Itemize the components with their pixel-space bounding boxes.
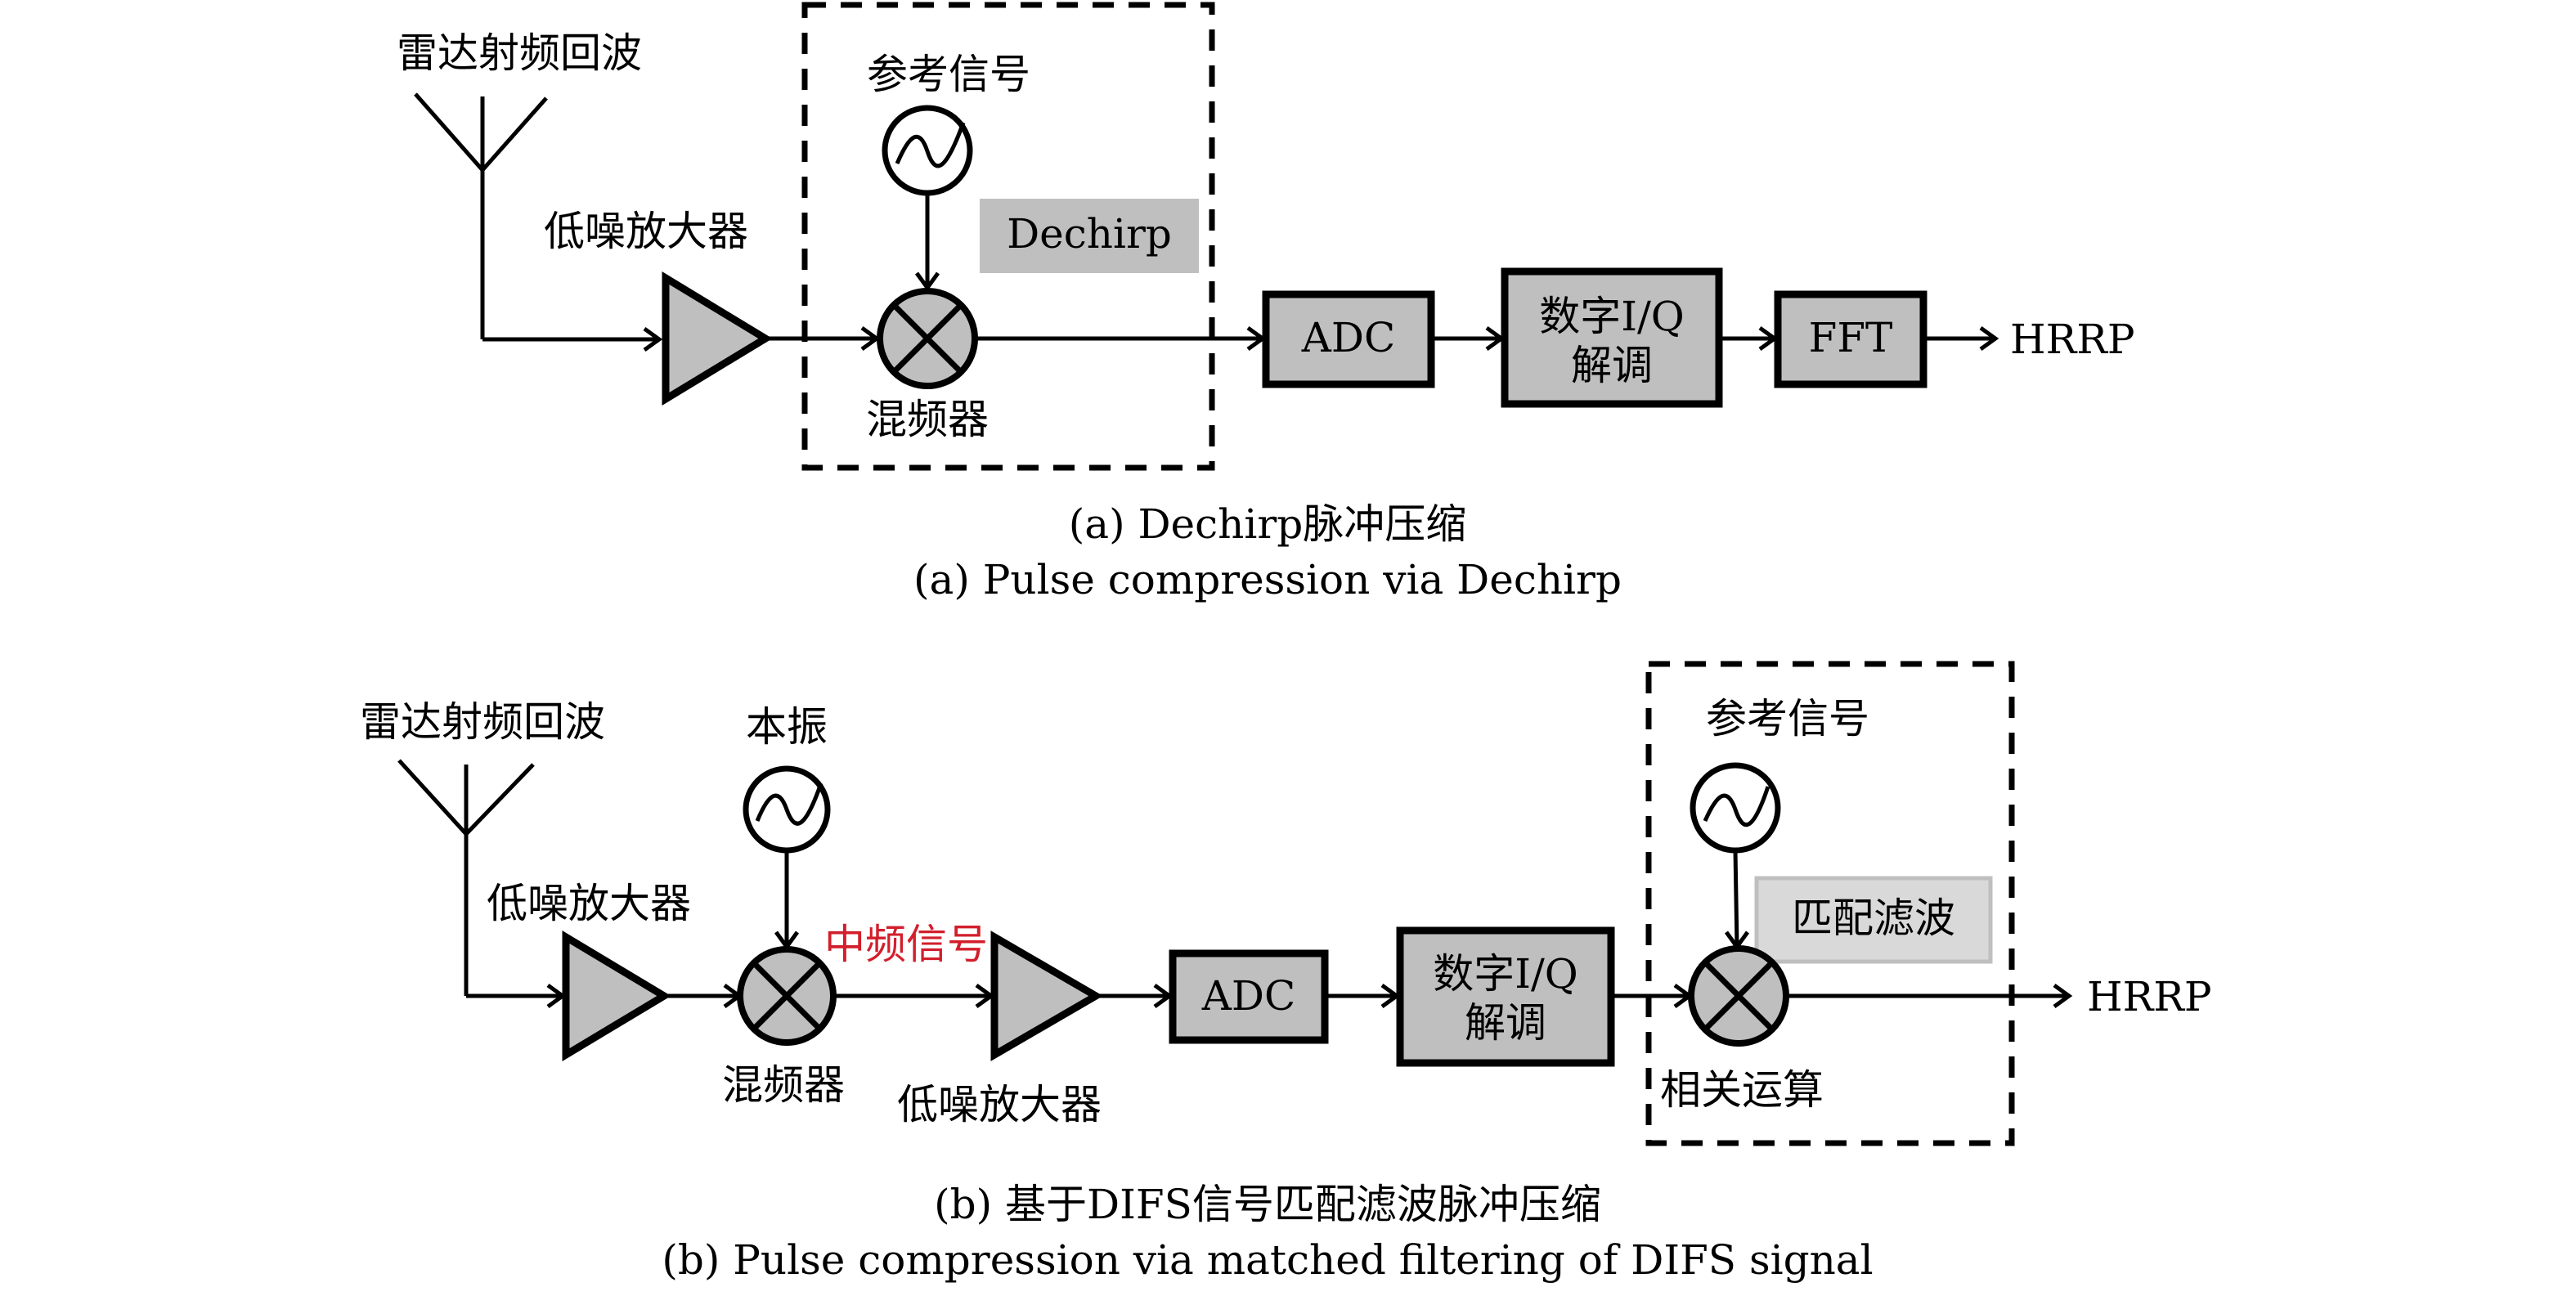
caption-zh: (a) Dechirp脉冲压缩 <box>1069 500 1467 548</box>
mixer-icon <box>877 288 978 389</box>
fft-label: FFT <box>1809 314 1893 361</box>
lna-amplifier-icon <box>662 271 773 406</box>
output-label: HRRP <box>2010 316 2135 363</box>
wire-lna2-to-adc <box>1096 983 1174 1009</box>
lna-label: 低噪放大器 <box>544 208 748 255</box>
fft-block <box>1774 290 1928 388</box>
output-label: HRRP <box>2087 973 2212 1020</box>
caption-en: (b) Pulse compression via matched filter… <box>662 1236 1873 1284</box>
wire-correlator-to-output <box>1786 983 2073 1009</box>
lna2-amplifier-icon <box>990 931 1103 1061</box>
rf-echo-label: 雷达射频回波 <box>360 698 605 746</box>
wire-iq-to-fft <box>1719 325 1779 352</box>
wire-adc-to-iq <box>1431 325 1506 352</box>
wire-lna1-to-mixer <box>664 983 743 1009</box>
caption-en: (a) Pulse compression via Dechirp <box>913 556 1622 603</box>
wire-fft-to-output <box>1923 325 1999 352</box>
rf-echo-label: 雷达射频回波 <box>397 29 642 77</box>
lna2-label: 低噪放大器 <box>897 1081 1102 1128</box>
matched-filter-dashed-group <box>1645 661 2015 1146</box>
panel-b: 雷达射频回波 低噪放大器 本振 混频器 <box>360 661 2212 1284</box>
antenna-icon <box>414 92 548 339</box>
dechirp-label-box <box>980 199 1199 273</box>
matched-filter-label-box <box>1754 876 1993 964</box>
wire-mixer-to-adc <box>975 325 1267 352</box>
wire-ref-to-mixer <box>914 193 940 292</box>
correlator-mixer-icon <box>1688 945 1789 1047</box>
local-oscillator-icon <box>743 765 831 854</box>
panel-a: 雷达射频回波 低噪放大器 参考信号 Dechirp <box>397 2 2135 603</box>
wire-lo-to-mixer <box>774 850 800 951</box>
lo-label: 本振 <box>746 703 828 751</box>
iq-label-line2: 解调 <box>1465 999 1546 1047</box>
wire-ref-to-correlator <box>1724 850 1750 951</box>
lna1-label: 低噪放大器 <box>487 880 691 927</box>
correlation-label: 相关运算 <box>1660 1066 1824 1114</box>
matched-filter-label: 匹配滤波 <box>1792 895 1955 942</box>
mixer-icon <box>737 946 837 1046</box>
wire-antenna-to-lna1 <box>466 983 567 1009</box>
iq-demod-block <box>1396 926 1615 1067</box>
wire-mixer-to-lna2 <box>833 983 995 1009</box>
mixer-label: 混频器 <box>866 396 989 443</box>
wire-antenna-to-lna <box>482 326 663 352</box>
caption-zh: (b) 基于DIFS信号匹配滤波脉冲压缩 <box>934 1181 1601 1228</box>
ref-signal-label: 参考信号 <box>867 51 1030 98</box>
iq-demod-block <box>1501 267 1723 408</box>
wire-lna-to-mixer <box>765 325 881 352</box>
adc-label: ADC <box>1301 314 1395 361</box>
ref-signal-label: 参考信号 <box>1706 695 1869 742</box>
oscillator-icon <box>1690 762 1781 854</box>
antenna-icon <box>397 759 535 996</box>
mixer-label: 混频器 <box>722 1061 845 1109</box>
adc-block <box>1169 949 1329 1044</box>
if-signal-label: 中频信号 <box>824 921 988 968</box>
iq-label-line2: 解调 <box>1571 342 1653 389</box>
oscillator-icon <box>882 105 973 196</box>
iq-label-line1: 数字I/Q <box>1433 950 1578 998</box>
iq-label-line1: 数字I/Q <box>1539 293 1685 340</box>
wire-adc-to-iq <box>1325 983 1401 1009</box>
dechirp-label: Dechirp <box>1007 210 1172 258</box>
adc-label: ADC <box>1201 972 1295 1020</box>
adc-block <box>1262 290 1435 388</box>
lna1-amplifier-icon <box>562 931 671 1061</box>
